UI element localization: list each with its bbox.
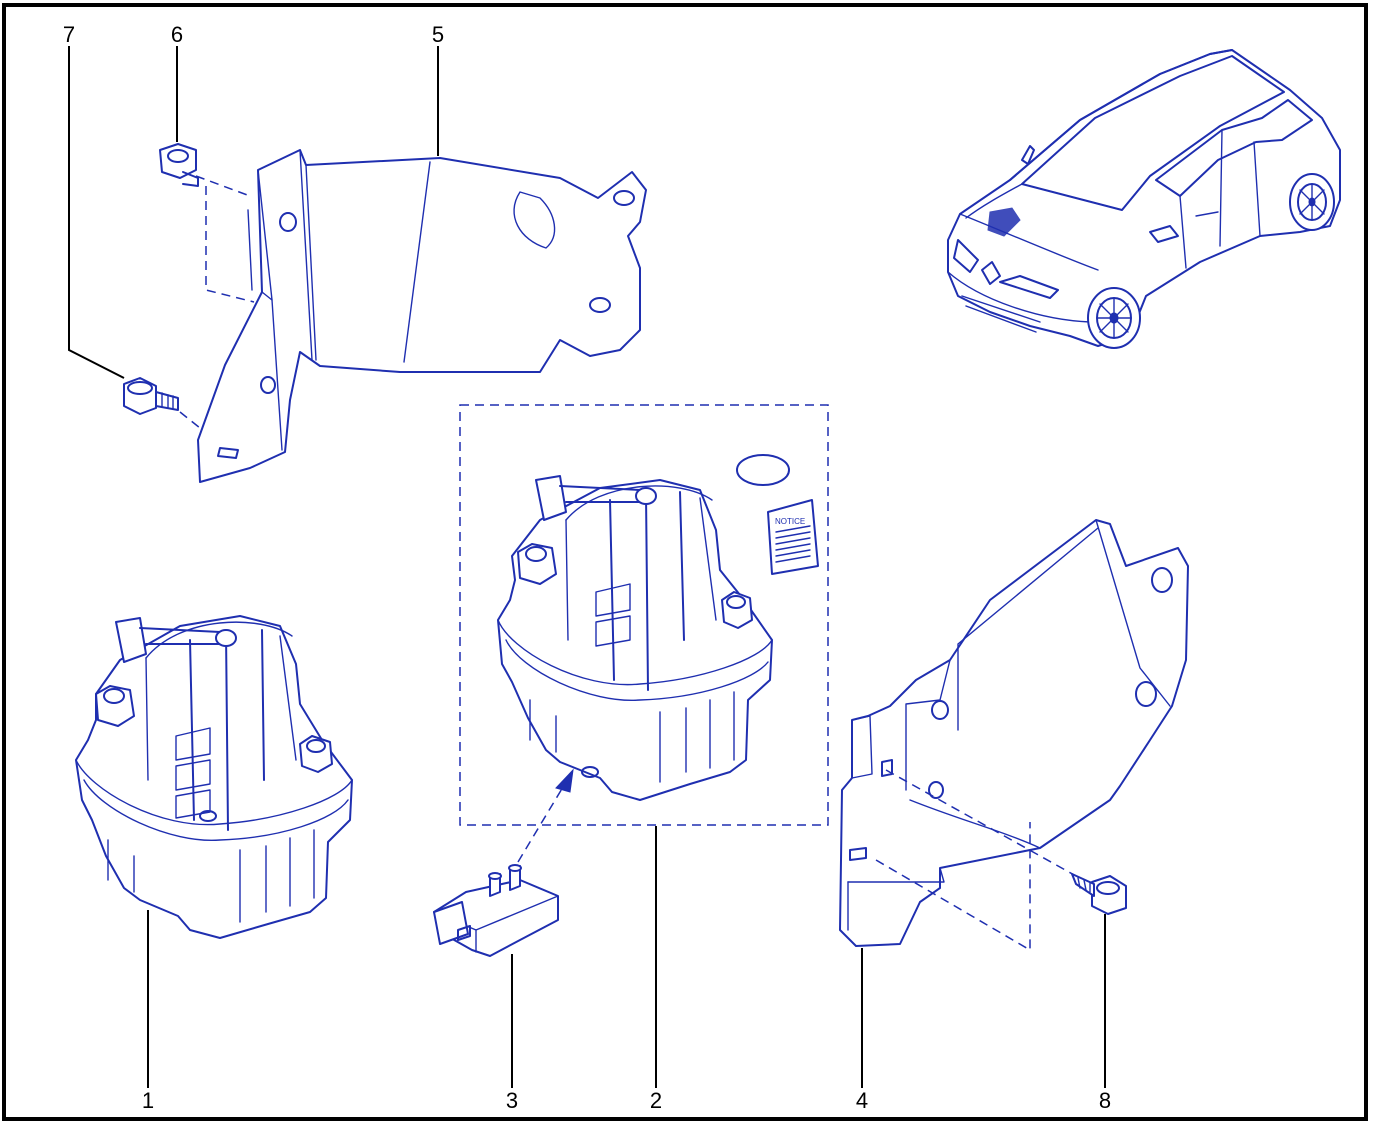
part-3-assembly-line bbox=[517, 781, 567, 863]
part-2-fuel-filter bbox=[497, 475, 773, 801]
part-7-assembly-line bbox=[179, 411, 201, 429]
part-2-kit-outline bbox=[459, 404, 829, 826]
part-3-arrow-icon bbox=[555, 768, 574, 793]
callout-3: 3 bbox=[506, 1088, 518, 1113]
diagram-border bbox=[2, 3, 1368, 1121]
callout-4: 4 bbox=[856, 1088, 868, 1113]
leader-line-7 bbox=[68, 46, 125, 379]
callout-5: 5 bbox=[432, 22, 444, 47]
part-1-fuel-filter bbox=[75, 615, 353, 939]
part-6-assembly-line bbox=[195, 175, 255, 303]
callout-6: 6 bbox=[171, 22, 183, 47]
callout-8: 8 bbox=[1099, 1088, 1111, 1113]
callout-7: 7 bbox=[63, 22, 75, 47]
callout-2: 2 bbox=[650, 1088, 662, 1113]
part-7-bolt bbox=[123, 377, 179, 415]
part-6-nut bbox=[159, 143, 199, 187]
part-5-bracket bbox=[197, 149, 647, 483]
part-2-o-ring bbox=[736, 454, 790, 486]
part-2-notice-leaflet: NOTICE bbox=[767, 499, 819, 575]
notice-label: NOTICE bbox=[775, 517, 805, 526]
callout-1: 1 bbox=[142, 1088, 154, 1113]
part-3-water-sensor bbox=[433, 864, 559, 957]
vehicle-illustration bbox=[947, 49, 1341, 349]
part-4-assembly-line bbox=[875, 769, 1077, 952]
part-8-screw bbox=[1071, 873, 1127, 915]
part-4-heat-shield bbox=[839, 519, 1189, 947]
